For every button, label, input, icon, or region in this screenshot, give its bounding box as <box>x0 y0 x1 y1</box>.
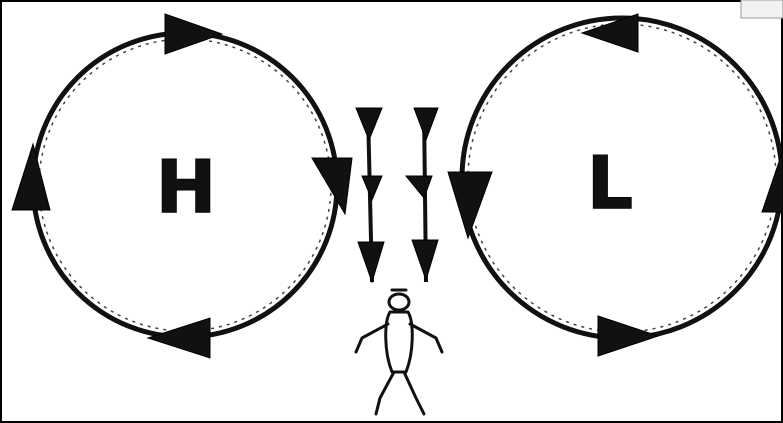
wind-flow-right <box>406 108 438 282</box>
arrowhead-icon <box>762 150 783 212</box>
arrowhead-icon <box>362 176 382 200</box>
corner-tab <box>741 0 783 18</box>
arrowhead-icon <box>406 176 432 198</box>
arrowhead-icon <box>414 108 438 140</box>
person-icon <box>356 290 442 414</box>
arrowhead-icon <box>312 158 352 214</box>
arrowhead-icon <box>358 242 384 282</box>
arrowhead-icon <box>412 240 438 280</box>
arrowhead-icon <box>356 108 382 140</box>
high-pressure-label: H <box>156 145 216 229</box>
wind-flow-left <box>356 108 384 282</box>
arrowhead-icon <box>165 14 222 54</box>
low-pressure-label: L <box>587 141 633 225</box>
arrowhead-icon <box>148 318 210 358</box>
arrowhead-icon <box>12 144 50 210</box>
arrowhead-icon <box>598 316 658 356</box>
arrowhead-icon <box>448 172 492 238</box>
high-pressure-system: H <box>12 14 352 358</box>
low-pressure-system: L <box>448 14 783 356</box>
